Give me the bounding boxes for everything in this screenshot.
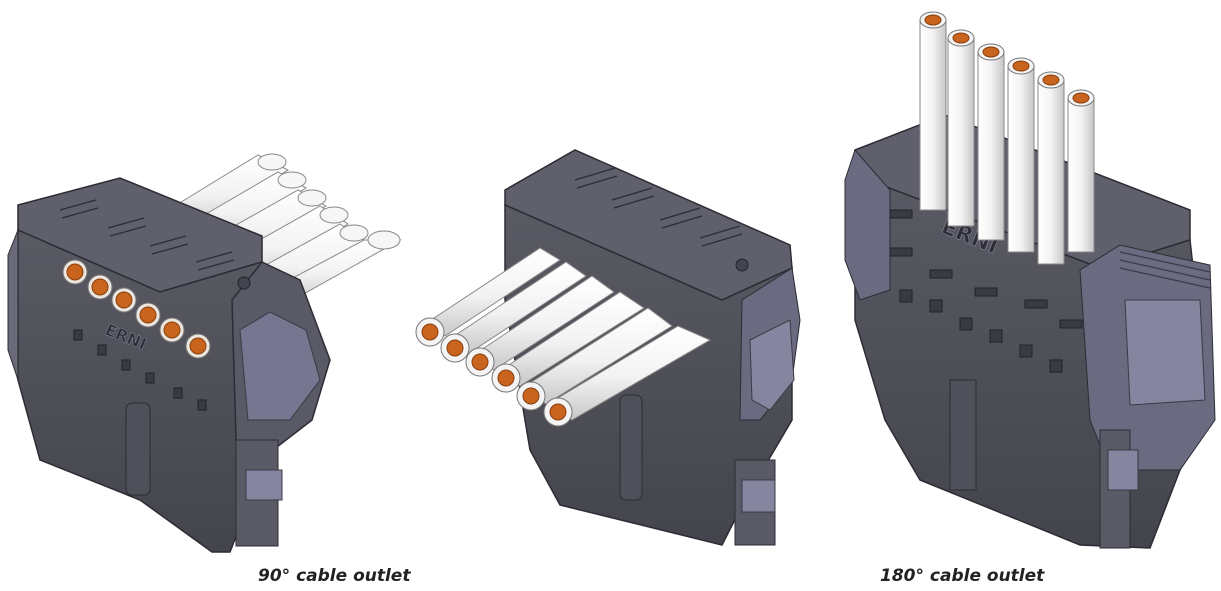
connector-left: ERNI — [7, 153, 402, 553]
connector-right: ERNI — [844, 11, 1216, 549]
caption-90-cable-outlet: 90° cable outlet — [258, 566, 411, 586]
cables-middle — [415, 247, 712, 427]
cable-ends-left — [62, 259, 211, 359]
caption-180-cable-outlet: 180° cable outlet — [880, 566, 1045, 586]
cables-right — [919, 11, 1095, 265]
connector-middle — [415, 149, 801, 546]
